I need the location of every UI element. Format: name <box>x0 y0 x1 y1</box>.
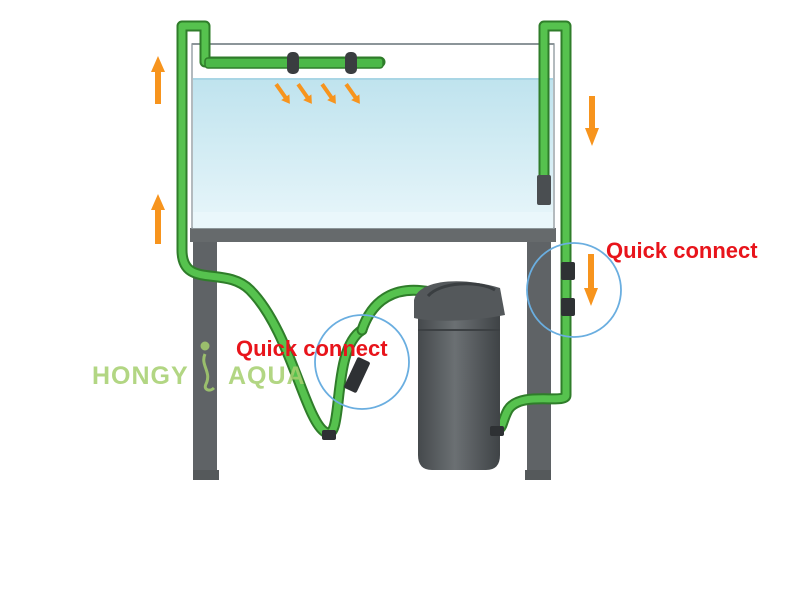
tank-gravel <box>193 212 553 228</box>
callout-circle-right <box>526 242 622 338</box>
hose-clamp-1 <box>322 430 336 440</box>
return-hose <box>178 22 384 437</box>
stand-foot-right <box>525 470 551 480</box>
arrow-icon <box>320 83 336 104</box>
canister-filter <box>414 281 505 470</box>
tank-water <box>193 79 553 227</box>
arrow-icon <box>274 83 290 104</box>
stand-leg-right <box>527 242 551 480</box>
quick-connect-label-right: Quick connect <box>606 238 758 263</box>
filter-lid <box>414 281 505 321</box>
intake-strainer <box>537 175 551 205</box>
hose-clamp-2 <box>490 426 504 436</box>
arrow-icon <box>296 83 312 104</box>
quick-connect-valve-right-bottom <box>561 298 575 316</box>
flow-arrows <box>151 56 599 306</box>
valve-icon <box>322 262 575 440</box>
arrow-icon <box>585 96 599 146</box>
arrow-icon <box>344 83 360 104</box>
stand-foot-left <box>193 470 219 480</box>
arrow-icon <box>151 56 165 104</box>
spray-bar <box>204 52 384 74</box>
filter-handle <box>426 282 496 298</box>
suction-cup-2 <box>345 52 357 74</box>
watermark-text-left: HONGY <box>92 362 189 390</box>
arrow-icon <box>151 194 165 244</box>
watermark-text-right: AQUA <box>228 362 306 390</box>
aquarium-tank <box>191 43 555 229</box>
suction-cup-1 <box>287 52 299 74</box>
filter-body <box>418 300 500 470</box>
arrow-icon <box>584 254 598 306</box>
quick-connect-valve-left <box>344 357 370 393</box>
watermark-figure <box>200 341 216 392</box>
quick-connect-valve-right-top <box>561 262 575 280</box>
quick-connect-label-left: Quick connect <box>236 336 388 361</box>
stand-top <box>190 228 556 242</box>
callout-circle-left <box>314 314 410 410</box>
